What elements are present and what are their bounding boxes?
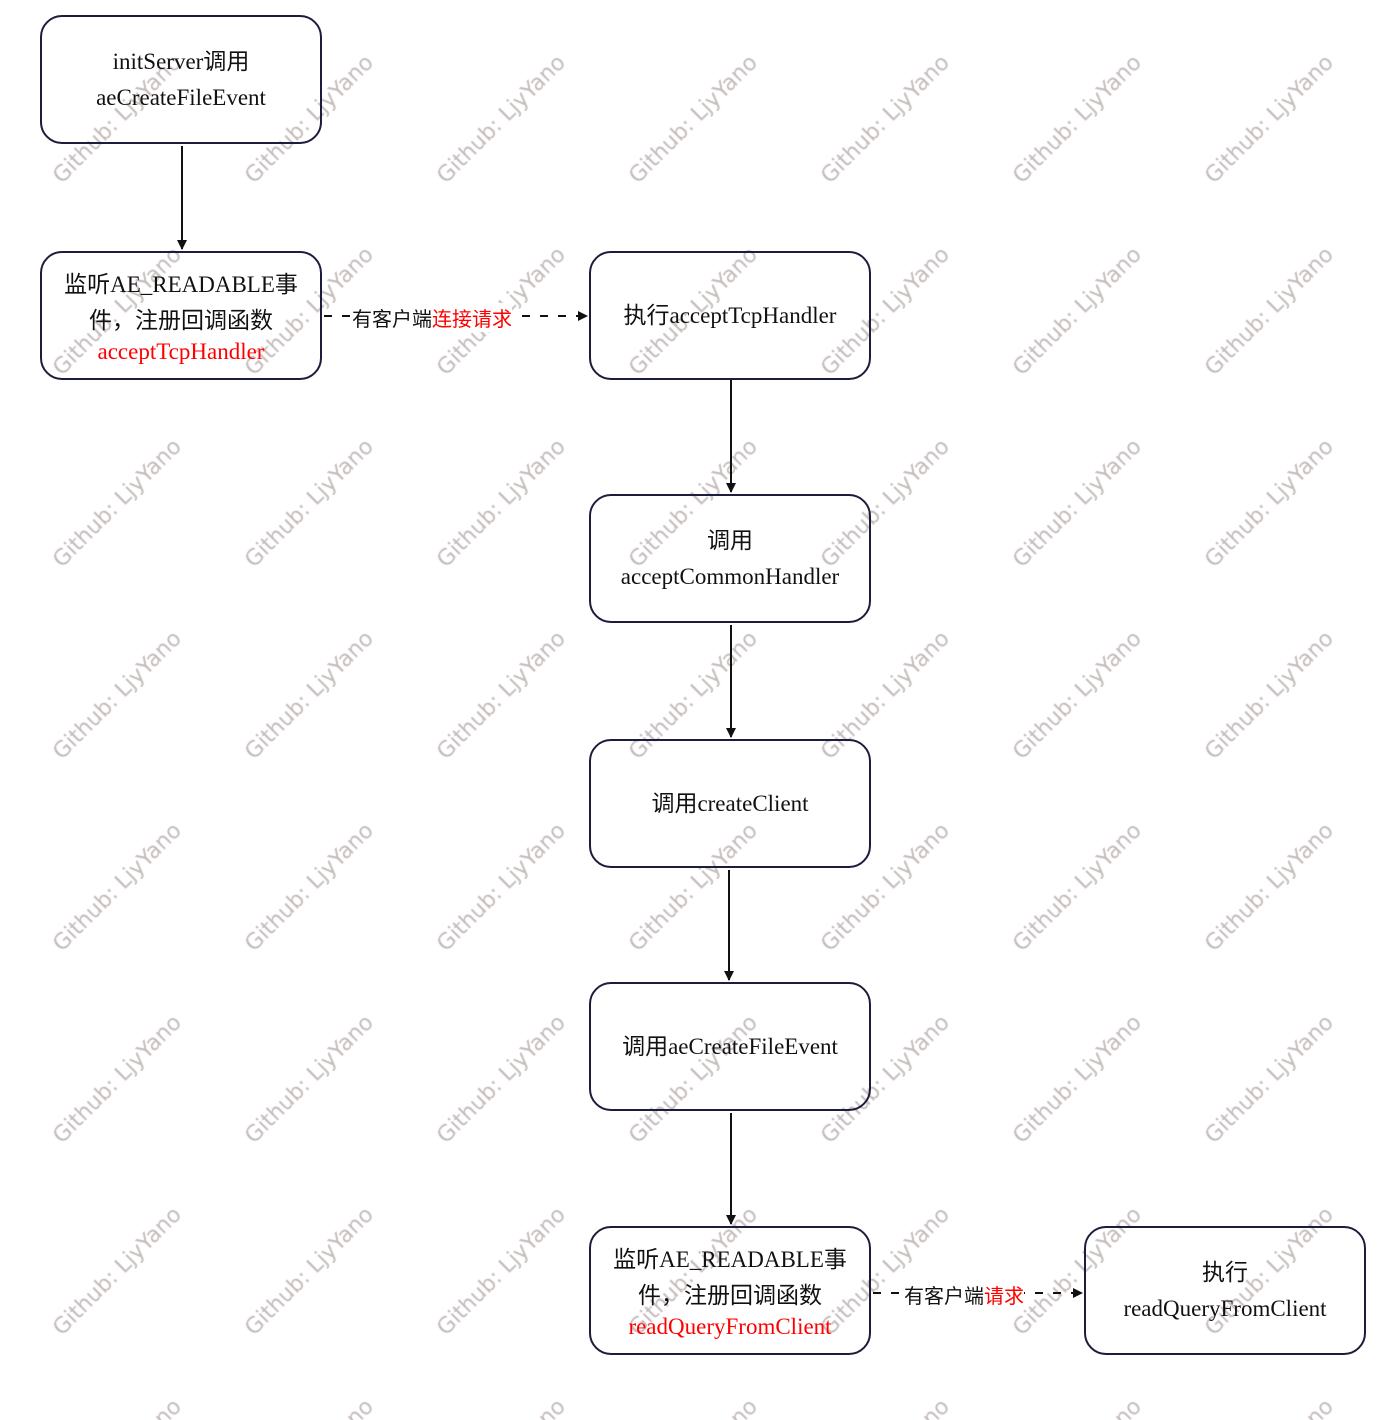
node-listen-accept[interactable]: 监听AE_READABLE事 件，注册回调函数 acceptTcpHandler bbox=[40, 251, 322, 380]
node-text: 监听AE_READABLE事 bbox=[64, 271, 298, 297]
node-listen-read[interactable]: 监听AE_READABLE事 件，注册回调函数 readQueryFromCli… bbox=[589, 1226, 871, 1355]
edge-label-request: 有客户端请求 bbox=[904, 1280, 1024, 1309]
node-text: 调用createClient bbox=[651, 790, 809, 816]
node-init-server[interactable]: initServer调用 aeCreateFileEvent bbox=[40, 15, 322, 144]
node-create-client[interactable]: 调用createClient bbox=[589, 739, 871, 868]
node-exec-read[interactable]: 执行 readQueryFromClient bbox=[1084, 1226, 1366, 1355]
edge-label-connect: 有客户端连接请求 bbox=[352, 303, 512, 332]
node-callback: acceptTcpHandler bbox=[97, 338, 265, 364]
node-text: readQueryFromClient bbox=[1123, 1295, 1327, 1321]
edge-label-text: 有客户端 bbox=[904, 1284, 984, 1308]
edge-label-highlight: 请求 bbox=[984, 1284, 1024, 1308]
node-text: 件，注册回调函数 bbox=[89, 307, 273, 333]
node-create-file-event[interactable]: 调用aeCreateFileEvent bbox=[589, 982, 871, 1111]
node-text: 执行acceptTcpHandler bbox=[623, 302, 837, 328]
node-text: 调用aeCreateFileEvent bbox=[622, 1033, 838, 1059]
node-text: 执行 bbox=[1202, 1259, 1248, 1285]
node-exec-accept[interactable]: 执行acceptTcpHandler bbox=[589, 251, 871, 380]
node-text: initServer调用 bbox=[112, 48, 250, 74]
node-text: acceptCommonHandler bbox=[620, 563, 840, 589]
node-text: 监听AE_READABLE事 bbox=[613, 1246, 847, 1272]
edge-label-text: 有客户端 bbox=[352, 307, 432, 331]
node-text: 件，注册回调函数 bbox=[638, 1282, 822, 1308]
node-text: 调用 bbox=[707, 527, 753, 553]
edge-label-highlight: 连接请求 bbox=[432, 307, 512, 331]
node-callback: readQueryFromClient bbox=[628, 1313, 832, 1339]
node-text: aeCreateFileEvent bbox=[96, 84, 266, 110]
node-accept-common[interactable]: 调用 acceptCommonHandler bbox=[589, 494, 871, 623]
